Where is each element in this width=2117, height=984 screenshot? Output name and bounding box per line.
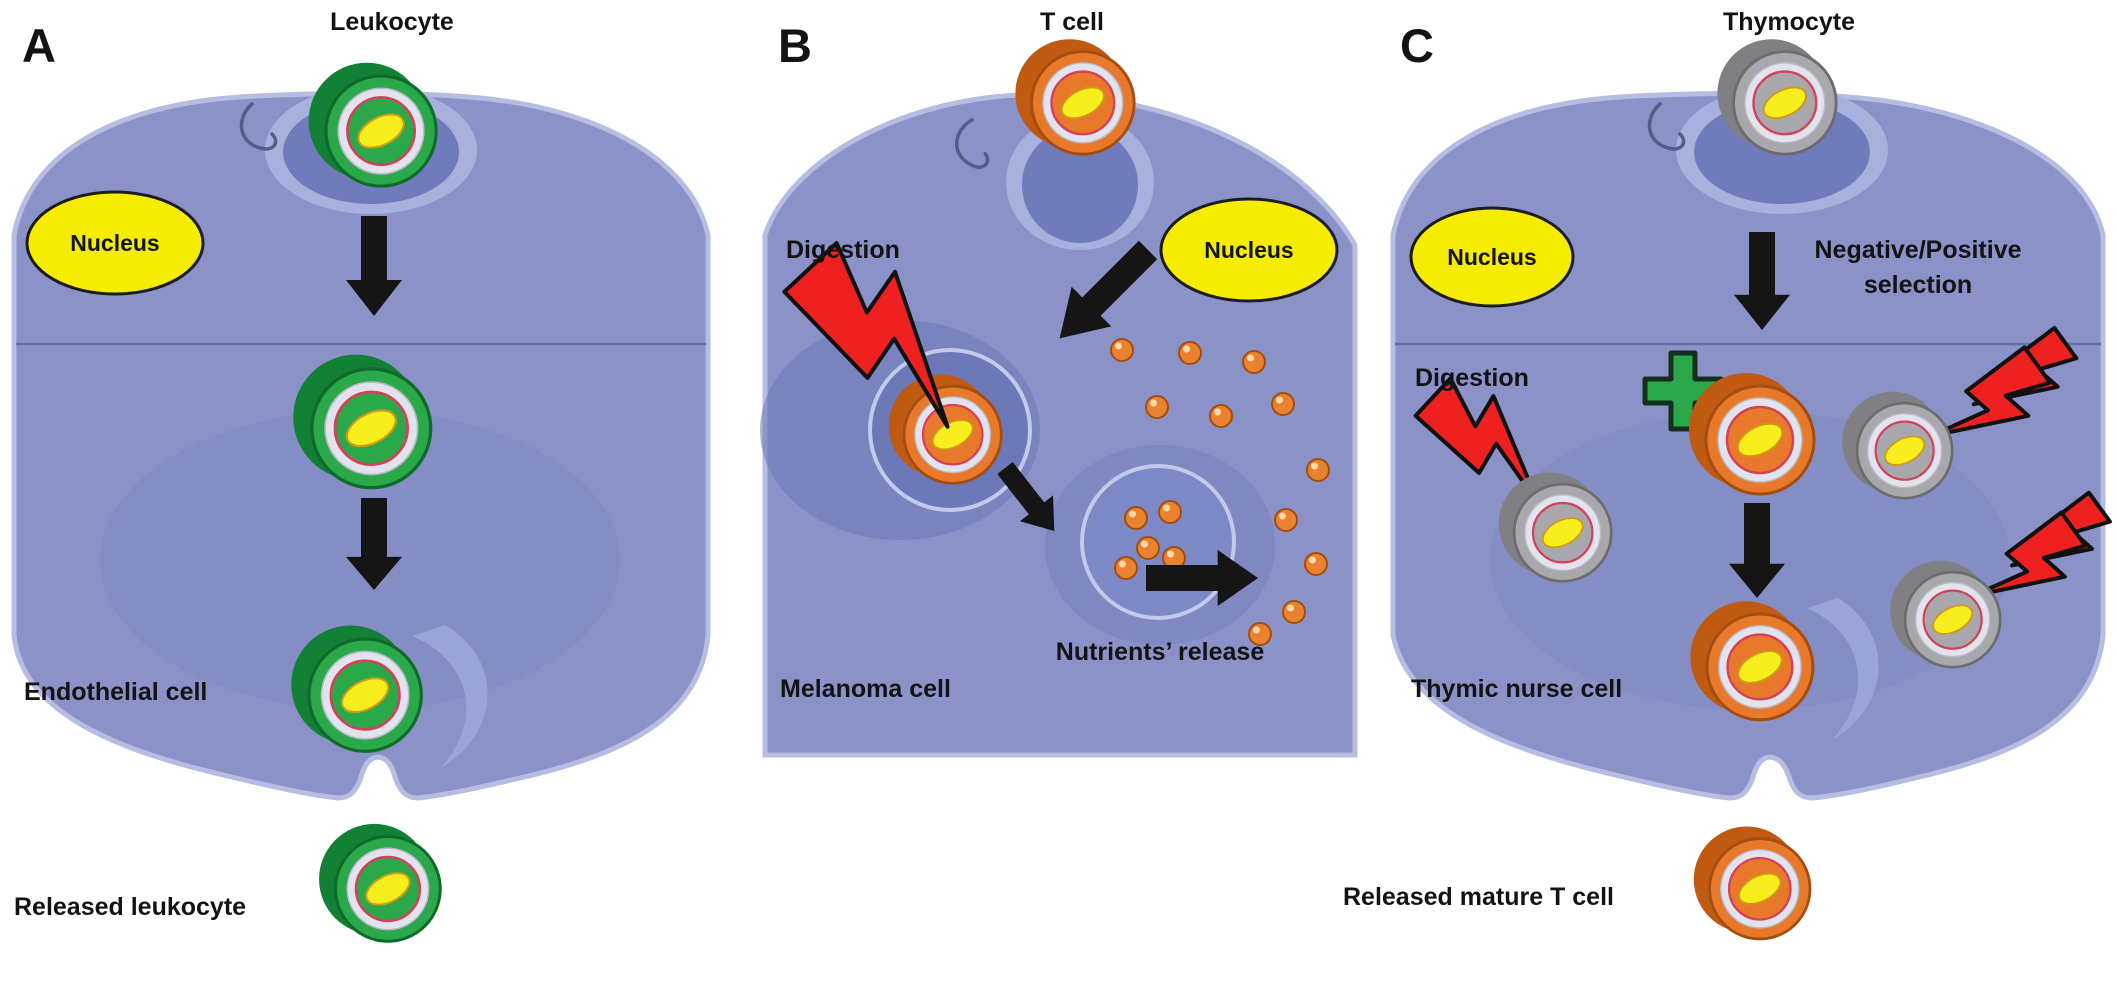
nutrient-dot [1209,404,1233,428]
released-leukocyte-cell [317,822,442,943]
digestion-label: Digestion [1415,364,1529,392]
nutrient-dot [1145,395,1169,419]
nutrient-dot [1178,341,1202,365]
nutrient-dot [1158,500,1182,524]
digestion-label: Digestion [786,236,900,264]
nutrient-dot [1114,556,1138,580]
nutrient-dot [1282,600,1306,624]
panel-a: Nucleus A Leukocyte Endothelial cell Rel… [11,8,711,943]
selection-label-line2: selection [1864,271,1972,299]
leukocyte-label: Leukocyte [330,8,454,36]
panel-letter-b: B [778,19,812,72]
panel-b: Nucleus B T cell Digestion Nutrients’ re… [760,8,1358,758]
exit-membrane-flap [1807,598,1879,740]
nucleus-shape [1409,206,1575,308]
released-leukocyte-label: Released leukocyte [14,893,246,921]
selection-label-line1: Negative/Positive [1814,236,2021,264]
panel-c: Nucleus C Thymocyte Negative/Positive se… [1343,8,2117,941]
t-cell-label: T cell [1040,8,1104,36]
thymic-nurse-cell-label: Thymic nurse cell [1411,675,1622,703]
nutrient-dot [1124,506,1148,530]
released-mature-t-cell-label: Released mature T cell [1343,883,1614,911]
nutrient-dot [1304,552,1328,576]
panel-letter-c: C [1400,19,1434,72]
nutrient-dot [1274,508,1298,532]
thymocyte-label: Thymocyte [1723,8,1855,36]
released-mature-t-cell [1692,825,1812,941]
melanoma-cell-label: Melanoma cell [780,675,951,703]
nutrient-dot [1110,338,1134,362]
nucleus-label: Nucleus [70,230,159,256]
nutrient-dot [1136,536,1160,560]
nucleus-shape [25,190,205,296]
nucleus-label: Nucleus [1447,244,1536,270]
exit-membrane-flap [412,625,488,768]
endothelial-cell-label: Endothelial cell [24,678,207,706]
nucleus-shape [1159,197,1339,303]
panel-letter-a: A [22,19,56,72]
nucleus-label: Nucleus [1204,237,1293,263]
nutrients-release-label: Nutrients’ release [1056,638,1265,666]
nutrient-dot [1242,350,1266,374]
nutrient-dot [1306,458,1330,482]
nutrient-dot [1271,392,1295,416]
entry-pocket [1022,127,1138,243]
